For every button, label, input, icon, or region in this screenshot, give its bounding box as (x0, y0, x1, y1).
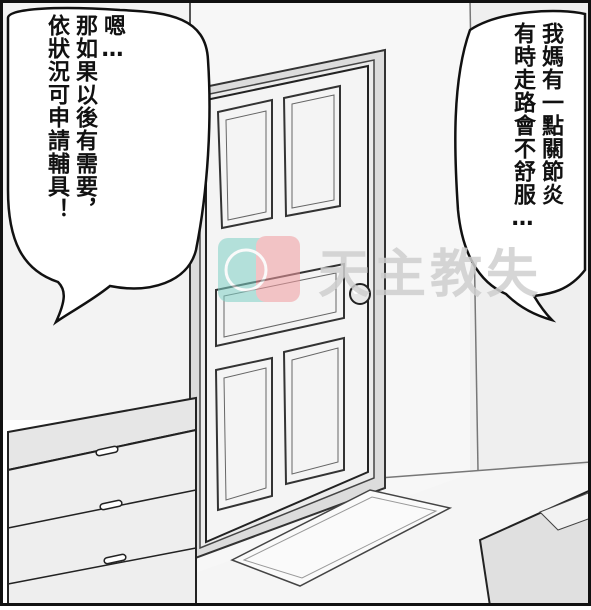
drawer-handle-icon (95, 445, 119, 457)
door-panel (216, 98, 273, 230)
door-panel (214, 356, 273, 512)
door (205, 64, 369, 544)
drawer-handle-icon (103, 553, 127, 565)
watermark-text: 天主教失 (318, 244, 543, 305)
left-bubble-line: 嗯… (100, 14, 125, 63)
door-panel (282, 84, 341, 218)
left-bubble-line: 那如果以後有需要， (72, 14, 97, 221)
left-bubble-text: 嗯… 那如果以後有需要， 依狀況可申請輔具！ (42, 14, 126, 264)
right-bubble-line: 我媽有一點關節炎 (538, 22, 563, 206)
drawer-handle-icon (99, 499, 123, 511)
speech-bubble-right (454, 9, 587, 323)
right-bubble-text: 我媽有一點關節炎 有時走路會不舒服… (508, 22, 564, 272)
right-bubble-line: 有時走路會不舒服… (510, 22, 535, 232)
door-panel (282, 336, 345, 486)
left-bubble-line: 依狀況可申請輔具！ (44, 14, 69, 221)
floor-mat (230, 489, 453, 587)
speech-bubble-left (6, 6, 211, 326)
watermark-logo-icon (218, 236, 300, 302)
door-panel (215, 262, 345, 348)
